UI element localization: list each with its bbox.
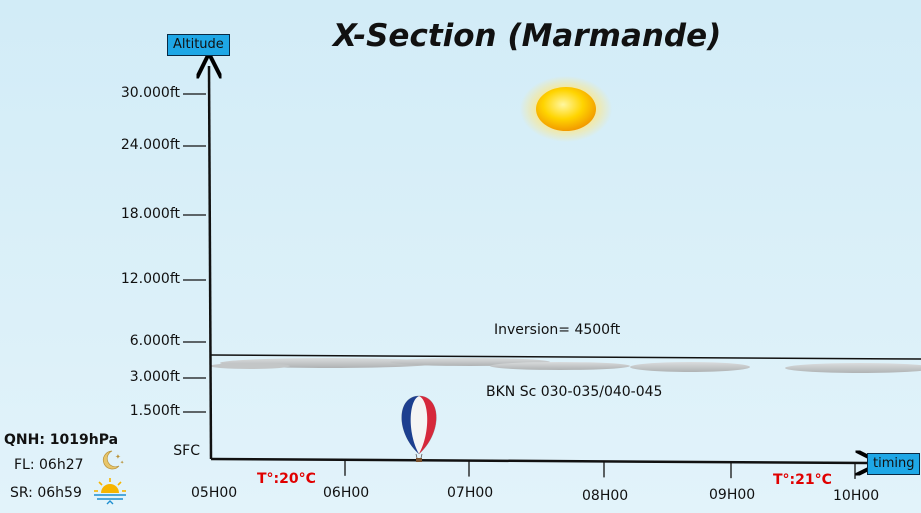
sunrise-icon — [94, 478, 126, 505]
sun-icon — [520, 76, 612, 142]
temperature-end: T°:21°C — [773, 472, 832, 488]
altitude-tick-label: 3.000ft — [129, 369, 180, 385]
qnh-value: QNH: 1019hPa — [4, 432, 119, 448]
altitude-tick-label: 12.000ft — [120, 271, 180, 287]
time-tick-label: 10H00 — [833, 488, 880, 504]
altitude-axis-label: Altitude — [167, 34, 230, 56]
inversion-line — [210, 354, 921, 360]
hot-air-balloon-icon — [401, 395, 437, 462]
altitude-tick-label: 18.000ft — [120, 206, 180, 222]
altitude-tick-label: 24.000ft — [120, 137, 180, 153]
svg-text:✦: ✦ — [115, 453, 121, 461]
altitude-tick-label: 30.000ft — [120, 85, 180, 101]
altitude-tick-label: 1.500ft — [129, 403, 180, 419]
altitude-axis — [209, 66, 211, 460]
svg-text:✦: ✦ — [120, 460, 124, 466]
time-tick-label: 06H00 — [323, 485, 370, 501]
cloud-layer-label: BKN Sc 030-035/040-045 — [486, 384, 663, 400]
timing-axis-label: timing — [867, 453, 921, 475]
temperature-start: T°:20°C — [257, 471, 316, 487]
inversion-label: Inversion= 4500ft — [494, 322, 621, 338]
time-tick-label: 05H00 — [191, 485, 238, 501]
time-tick-label: 07H00 — [447, 485, 494, 501]
time-tick-label: 08H00 — [582, 488, 629, 504]
time-tick-label: 09H00 — [709, 487, 756, 503]
first-light-time: FL: 06h27 — [14, 457, 84, 473]
diagram-title: X-Section (Marmande) — [333, 18, 722, 54]
altitude-tick-label: SFC — [173, 443, 200, 459]
sunrise-time: SR: 06h59 — [10, 485, 82, 501]
altitude-tick-label: 6.000ft — [129, 333, 180, 349]
cloud-layer — [210, 358, 921, 373]
moon-stars-icon: ✦ ✦ — [102, 450, 124, 470]
timing-axis — [210, 459, 868, 463]
